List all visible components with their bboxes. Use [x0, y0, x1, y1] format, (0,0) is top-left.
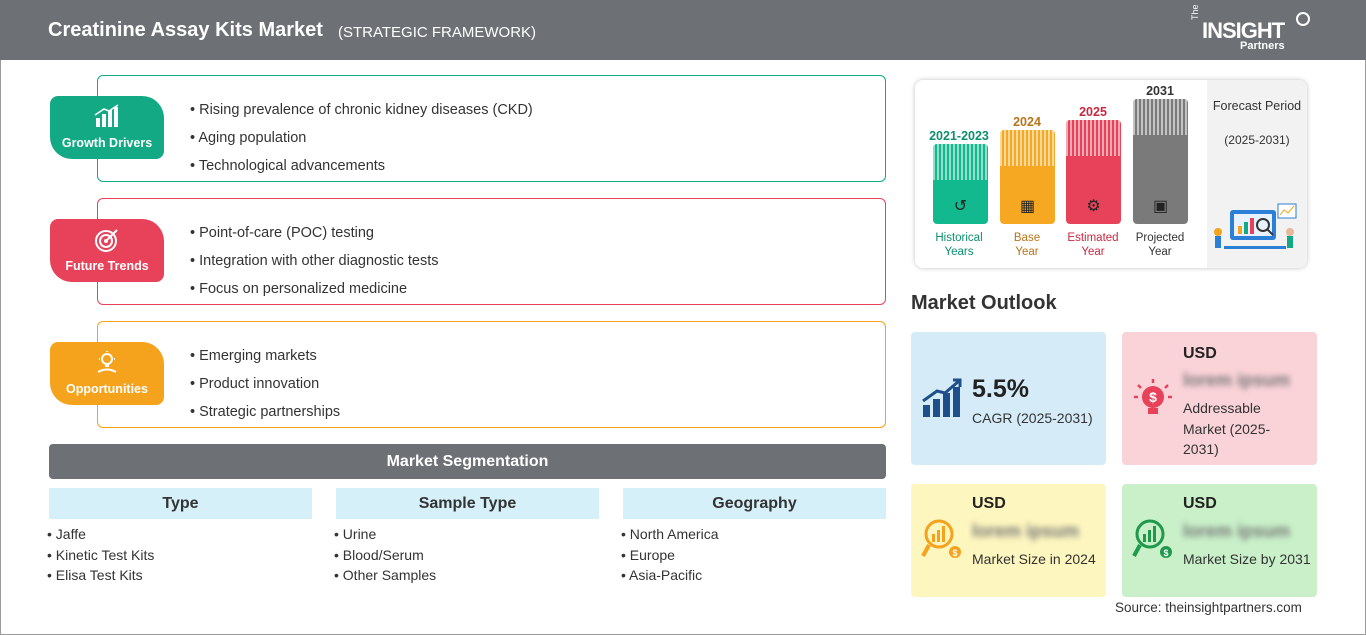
page-subtitle: (STRATEGIC FRAMEWORK)	[338, 24, 537, 41]
forecast-range: (2025-2031)	[1224, 133, 1290, 147]
growth-drivers-list: Rising prevalence of chronic kidney dise…	[190, 96, 533, 180]
list-item: Jaffe	[47, 524, 154, 545]
list-item: Point-of-care (POC) testing	[190, 219, 439, 247]
badge-label: Future Trends	[65, 259, 149, 273]
opportunities-block: Emerging markets Product innovation Stra…	[97, 321, 886, 428]
size-2031-value: lorem ipsum	[1183, 521, 1291, 541]
list-item: Blood/Serum	[334, 545, 436, 566]
future-trends-list: Point-of-care (POC) testing Integration …	[190, 219, 439, 303]
analytics-illustration-icon	[1210, 198, 1300, 254]
target-icon	[50, 227, 164, 259]
period-year: 2021-2023	[929, 129, 989, 143]
logo-main: INSIGHT	[1202, 18, 1285, 43]
lightbulb-dollar-icon: $	[1132, 377, 1174, 419]
badge-label: Growth Drivers	[61, 136, 153, 150]
list-item: Integration with other diagnostic tests	[190, 247, 438, 275]
future-trends-badge: Future Trends	[50, 219, 164, 282]
list-item: Strategic partnerships	[190, 398, 340, 426]
base-year-bar: ▦	[1000, 130, 1055, 224]
source-link[interactable]: Source: theinsightpartners.com	[1115, 600, 1302, 615]
segment-list-sample-type: Urine Blood/Serum Other Samples	[334, 524, 436, 586]
list-item: Focus on personalized medicine	[190, 275, 439, 303]
segment-list-geography: North America Europe Asia-Pacific	[621, 524, 719, 586]
list-item: Other Samples	[334, 565, 436, 586]
badge-label: Opportunities	[66, 382, 148, 396]
magnifier-chart-icon: $	[1132, 518, 1174, 560]
opportunities-badge: Opportunities	[50, 342, 164, 405]
addressable-value: lorem ipsum	[1183, 370, 1291, 390]
bar-chart-growth-icon	[50, 104, 164, 134]
size-2031-usd: USD	[1183, 495, 1217, 512]
header-bar: Creatinine Assay Kits Market (STRATEGIC …	[0, 0, 1366, 60]
list-item: Rising prevalence of chronic kidney dise…	[190, 96, 533, 124]
historical-years-bar: ↺	[933, 144, 988, 224]
cagr-label: CAGR (2025-2031)	[972, 410, 1093, 426]
market-size-2024-card: $ USD lorem ipsum Market Size in 2024	[911, 484, 1106, 597]
addressable-label: Addressable Market (2025-2031)	[1183, 400, 1271, 457]
list-item: Technological advancements	[190, 152, 533, 180]
logo-partners: Partners	[1240, 40, 1285, 52]
period-year: 2024	[1013, 115, 1041, 129]
presentation-icon: ▣	[1152, 198, 1169, 215]
list-item: Elisa Test Kits	[47, 565, 154, 586]
growth-drivers-block: Rising prevalence of chronic kidney dise…	[97, 75, 886, 182]
list-item: Urine	[334, 524, 436, 545]
lightbulb-hand-icon	[50, 350, 164, 382]
cagr-value: 5.5%	[972, 375, 1029, 403]
svg-text:$: $	[1149, 389, 1157, 405]
segment-head-type: Type	[49, 488, 312, 519]
list-item: Aging population	[190, 124, 533, 152]
list-item: Emerging markets	[190, 342, 340, 370]
magnifier-chart-icon: $	[921, 518, 963, 560]
estimated-year-bar: ⚙	[1066, 120, 1121, 224]
history-icon: ↺	[953, 198, 968, 215]
logo-ring-icon	[1296, 12, 1310, 26]
period-year: 2031	[1146, 84, 1174, 98]
addressable-market-card: $ USD lorem ipsum Addressable Market (20…	[1122, 332, 1317, 465]
list-item: Product innovation	[190, 370, 340, 398]
list-item: North America	[621, 524, 719, 545]
segment-head-geography: Geography	[623, 488, 886, 519]
market-outlook-title: Market Outlook	[911, 292, 1057, 314]
svg-text:$: $	[952, 548, 957, 558]
gears-icon: ⚙	[1086, 198, 1101, 215]
segment-list-type: Jaffe Kinetic Test Kits Elisa Test Kits	[47, 524, 155, 586]
size-2024-value: lorem ipsum	[972, 521, 1080, 541]
opportunities-list: Emerging markets Product innovation Stra…	[190, 342, 340, 426]
size-2031-label: Market Size by 2031	[1183, 551, 1311, 567]
list-item: Asia-Pacific	[621, 565, 719, 586]
cagr-card: 5.5% CAGR (2025-2031)	[911, 332, 1106, 465]
projected-year-bar: ▣	[1133, 99, 1188, 224]
market-size-2031-card: $ USD lorem ipsum Market Size by 2031	[1122, 484, 1317, 597]
logo-the: The	[1190, 4, 1200, 20]
svg-text:$: $	[1163, 548, 1168, 558]
period-year: 2025	[1079, 105, 1107, 119]
segment-head-sample-type: Sample Type	[336, 488, 599, 519]
forecast-title: Forecast Period	[1212, 99, 1302, 113]
growth-drivers-badge: Growth Drivers	[50, 96, 164, 159]
growth-chart-icon	[921, 377, 963, 419]
list-item: Europe	[621, 545, 719, 566]
size-2024-usd: USD	[972, 495, 1006, 512]
addressable-usd: USD	[1183, 345, 1217, 362]
size-2024-label: Market Size in 2024	[972, 551, 1096, 567]
segmentation-title: Market Segmentation	[49, 444, 886, 479]
list-item: Kinetic Test Kits	[47, 545, 155, 566]
future-trends-block: Point-of-care (POC) testing Integration …	[97, 198, 886, 305]
calendar-icon: ▦	[1019, 198, 1036, 215]
page-title: Creatinine Assay Kits Market	[48, 19, 323, 41]
